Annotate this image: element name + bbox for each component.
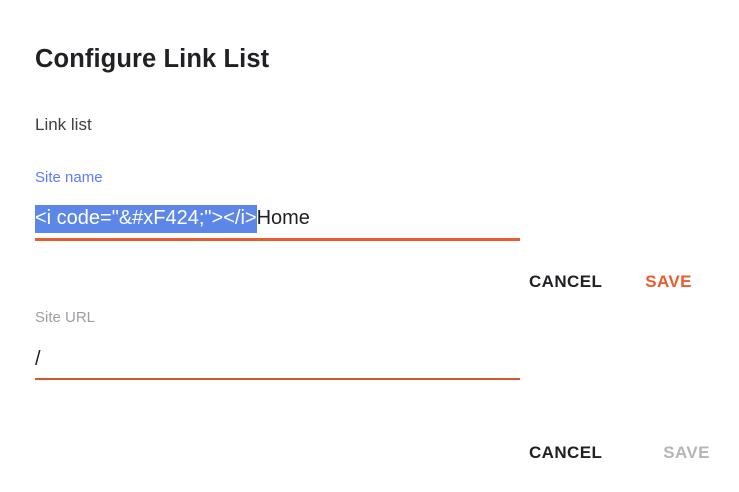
site-name-input[interactable]: <i code="&#xF424;"></i>Home [35, 201, 520, 239]
cancel-button-site-url[interactable]: CANCEL [529, 441, 602, 465]
save-button-site-name[interactable]: SAVE [645, 270, 692, 294]
site-url-field-group: Site URL / [35, 308, 520, 380]
site-url-label: Site URL [35, 309, 96, 326]
save-button-site-url: SAVE [663, 441, 710, 465]
site-url-underline [35, 378, 520, 380]
site-url-action-row: CANCEL SAVE [529, 441, 710, 465]
cancel-button-site-name[interactable]: CANCEL [529, 270, 602, 294]
site-name-action-row: CANCEL SAVE [529, 270, 692, 294]
site-name-label: Site name [35, 169, 103, 186]
site-name-trailing-text[interactable]: Home [256, 207, 310, 229]
site-url-input[interactable]: / [35, 348, 41, 370]
site-name-field-group: Site name <i code="&#xF424;"></i>Home [35, 168, 520, 241]
page-title: Configure Link List [35, 45, 270, 74]
site-name-underline [35, 238, 520, 241]
site-name-selected-text[interactable]: <i code="&#xF424;"></i> [35, 205, 257, 233]
section-heading-link-list: Link list [35, 115, 92, 134]
